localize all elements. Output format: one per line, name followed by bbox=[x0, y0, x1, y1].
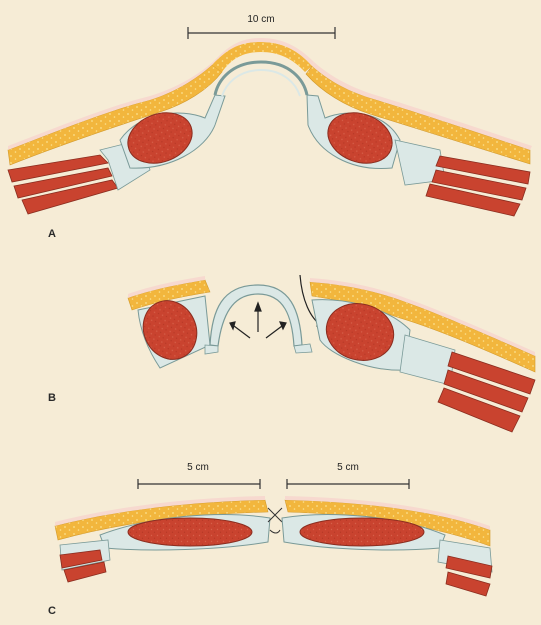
panel-a-right-wall bbox=[306, 62, 532, 216]
panel-c-suture bbox=[268, 508, 282, 533]
panel-c-left-wall bbox=[55, 496, 270, 582]
scale-bar-10cm bbox=[188, 27, 335, 39]
scale-bar-5cm-right bbox=[287, 479, 409, 489]
panel-a bbox=[8, 27, 532, 216]
panel-a-left-wall bbox=[8, 61, 225, 214]
scale-label-5cm-right: 5 cm bbox=[318, 462, 378, 473]
panel-b-right-wall bbox=[310, 278, 535, 432]
scale-label-10cm: 10 cm bbox=[231, 14, 291, 25]
panel-c-right-wall bbox=[282, 496, 492, 596]
scale-bar-5cm-left bbox=[138, 479, 260, 489]
panel-a-central-bulge bbox=[212, 38, 314, 96]
panel-label-a: A bbox=[48, 228, 56, 240]
panel-b-left-wall bbox=[128, 276, 210, 368]
panel-label-b: B bbox=[48, 392, 56, 404]
panel-label-c: C bbox=[48, 605, 56, 617]
panel-b bbox=[128, 275, 535, 432]
scale-label-5cm-left: 5 cm bbox=[168, 462, 228, 473]
panel-c bbox=[55, 479, 492, 596]
